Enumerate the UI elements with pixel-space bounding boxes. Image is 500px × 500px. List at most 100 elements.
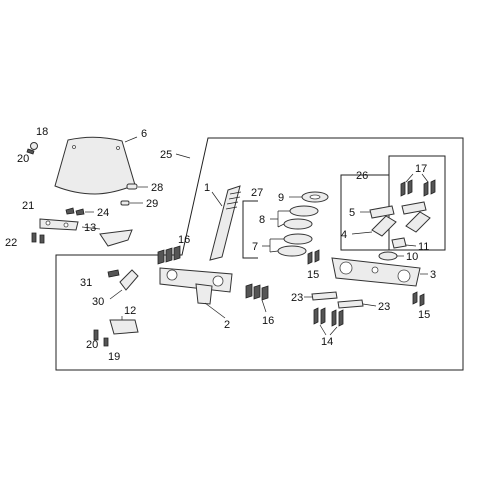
callout-2: 2	[224, 319, 230, 331]
leader-11	[405, 244, 417, 247]
leader-30	[109, 289, 123, 300]
bracket-hole	[63, 222, 69, 228]
clamp-hole	[166, 269, 178, 281]
callout-20a: 20	[17, 153, 29, 165]
callout-19: 19	[108, 351, 120, 363]
callout-8: 8	[259, 214, 265, 226]
callout-17: 17	[415, 163, 427, 175]
bearing-part-8b	[283, 218, 313, 230]
clamp-part-5b	[401, 201, 427, 215]
callout-16b: 16	[262, 315, 274, 327]
bolt-group-15a	[307, 249, 320, 265]
clamp-part-5a	[369, 205, 395, 219]
callout-10: 10	[406, 251, 418, 263]
clamp-hole	[339, 261, 353, 275]
leader-17	[405, 173, 429, 183]
callout-24: 24	[97, 207, 109, 219]
bolt-group-14	[313, 307, 344, 327]
clip-part-29	[120, 200, 130, 206]
clamp-hole	[212, 275, 224, 287]
callout-27: 27	[251, 187, 263, 199]
callout-20b: 20	[86, 339, 98, 351]
leader-1	[211, 191, 223, 207]
pin-part-28	[126, 183, 138, 190]
callout-1: 1	[204, 182, 210, 194]
leader-23b	[362, 303, 377, 307]
guard-part-13	[99, 229, 133, 247]
clip-part-23b	[337, 299, 364, 309]
callout-15b: 15	[418, 309, 430, 321]
assembly-frame	[55, 137, 464, 371]
callout-25: 25	[160, 149, 172, 161]
windscreen-hole	[116, 146, 120, 150]
callout-31: 31	[80, 277, 92, 289]
washer-part-10	[378, 251, 398, 261]
kit-26-frame	[388, 155, 446, 251]
callout-15a: 15	[307, 269, 319, 281]
bearing-part-8a	[289, 205, 319, 217]
bolt-group-16a	[157, 245, 181, 265]
callout-11: 11	[418, 241, 429, 253]
leader-7	[262, 238, 284, 253]
callout-16a: 16	[178, 234, 190, 246]
callout-5: 5	[349, 207, 355, 219]
callout-23b: 23	[378, 301, 390, 313]
lower-clamp-part-2	[159, 267, 233, 293]
seal-part-9-inner	[309, 194, 321, 200]
bracket-hole	[45, 220, 51, 226]
callout-26: 26	[356, 170, 368, 182]
callout-14: 14	[321, 336, 333, 348]
bolt-group-16b	[245, 283, 269, 301]
callout-18: 18	[36, 126, 48, 138]
callout-12: 12	[124, 305, 136, 317]
clamp-part-4a	[371, 215, 397, 237]
bolt-part-31	[107, 269, 120, 278]
callout-7: 7	[252, 241, 258, 253]
clamp-hole	[371, 266, 379, 274]
callout-29: 29	[146, 198, 158, 210]
bolt-part-19	[103, 337, 109, 347]
clip-part-23a	[311, 291, 338, 301]
callout-4: 4	[341, 229, 347, 241]
nut-part-11	[391, 237, 407, 249]
callout-6: 6	[141, 128, 147, 140]
callout-13: 13	[84, 222, 96, 234]
clamp-hole	[397, 269, 411, 283]
bolt-part-24	[75, 208, 85, 216]
bolt-part-20b	[93, 329, 99, 341]
leader-6	[124, 136, 138, 143]
callout-23a: 23	[291, 292, 303, 304]
bearing-part-7b	[277, 245, 307, 257]
bolt-part-20	[26, 148, 35, 155]
callout-22: 22	[5, 237, 17, 249]
bolt-group-17	[400, 179, 436, 197]
callout-9: 9	[278, 192, 284, 204]
bracket-part-21	[39, 218, 79, 231]
stem-part-1	[209, 185, 241, 261]
bolt-part-24	[65, 207, 75, 215]
bracket-part-12	[109, 319, 139, 335]
leader-16b	[261, 299, 267, 313]
leader-2	[204, 302, 226, 319]
nut-part-18	[30, 142, 38, 150]
bolt-part-22	[39, 234, 45, 244]
clamp-neck	[195, 283, 213, 305]
kit-27-bracket	[242, 200, 258, 259]
leader-14	[319, 324, 338, 336]
bearing-part-7a	[283, 233, 313, 245]
bolt-group-15b	[412, 291, 425, 307]
leader-13	[81, 226, 101, 230]
windscreen-part-6	[54, 136, 136, 195]
callout-30: 30	[92, 296, 104, 308]
windscreen-hole	[72, 145, 76, 149]
bolt-part-22	[31, 232, 37, 243]
clamp-part-4b	[405, 211, 431, 233]
callout-3: 3	[430, 269, 436, 281]
leader-4	[351, 231, 373, 235]
bracket-part-30	[119, 269, 139, 291]
leader-8	[270, 210, 290, 228]
callout-28: 28	[151, 182, 163, 194]
leader-25	[175, 153, 191, 159]
callout-21: 21	[22, 200, 34, 212]
